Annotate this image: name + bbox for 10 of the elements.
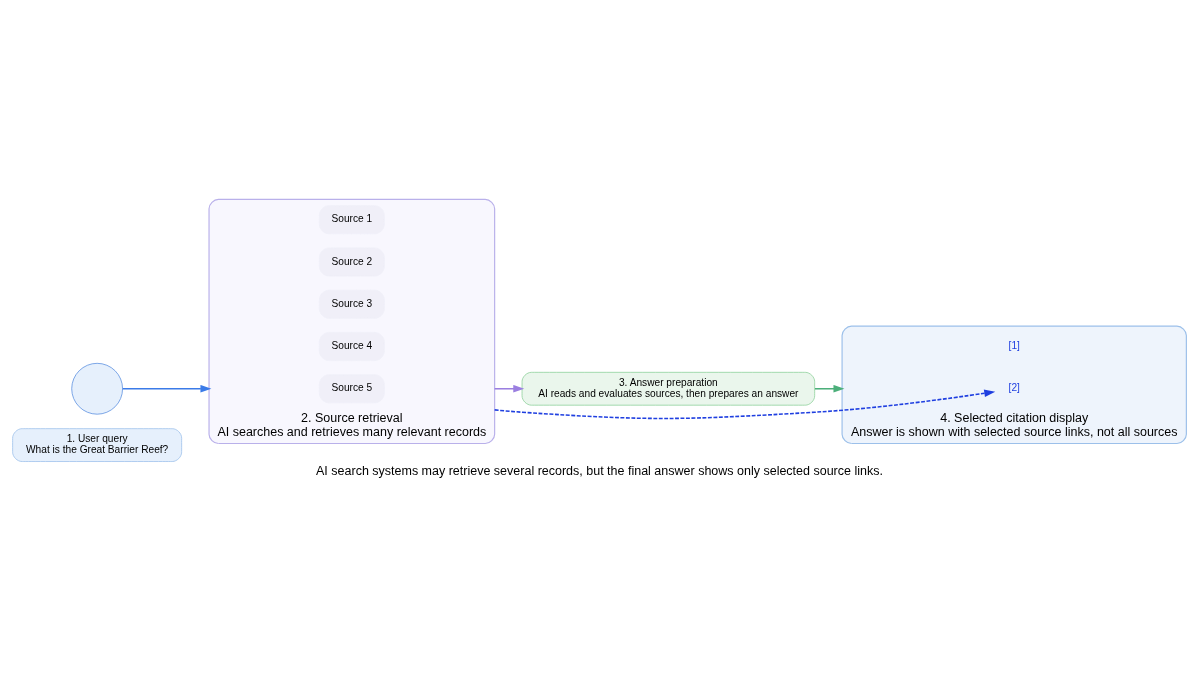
arrow	[493, 384, 525, 393]
arrow	[814, 384, 845, 393]
node-box: 3. Answer preparation AI reads and evaluates sources, then prepares an answer	[521, 371, 816, 406]
caption: AI search systems may retrieve several records, but the final answer shows only selected source links.	[316, 463, 883, 478]
node-text: [1]	[1008, 340, 1020, 352]
node-person	[71, 362, 123, 415]
arrow	[121, 384, 212, 393]
arrow	[493, 389, 996, 420]
node-box: 1. User query What is the Great Barrier Reef?	[12, 428, 183, 462]
node-text: [2]	[1008, 382, 1020, 394]
